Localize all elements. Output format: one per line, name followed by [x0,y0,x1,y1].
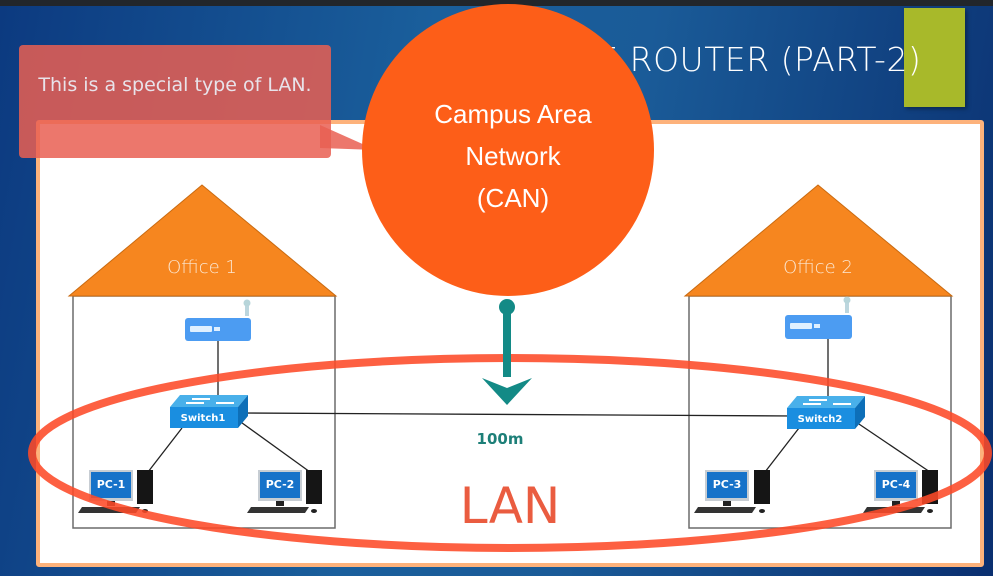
can-bubble [362,4,654,296]
down-arrow-icon [482,299,532,405]
pc-1-label: PC-1 [96,478,126,491]
lan-label: LAN [459,477,561,535]
router-1-icon [185,299,251,341]
pc-2-icon [247,470,322,513]
callout-box [19,45,331,158]
cable-switch1-switch2 [239,412,796,417]
switch-2-label: Switch2 [797,414,843,425]
pc-4-label: PC-4 [881,478,911,491]
pc-2-label: PC-2 [265,478,295,491]
distance-label: 100m [476,430,524,448]
pc-3-label: PC-3 [712,478,742,491]
office-2-label: Office 2 [783,257,853,278]
pc-1-icon [78,470,153,513]
callout-pointer [320,125,376,150]
office-2-roof [683,184,954,297]
switch-1-icon [170,395,248,428]
office-1-roof [67,184,338,297]
can-line-3: (CAN) [476,183,550,213]
cable-switch2-pc4 [852,419,931,473]
cables [147,338,931,473]
switch-1-label: Switch1 [180,413,226,424]
cable-switch1-pc1 [147,427,183,473]
router-2-icon [785,296,852,339]
office-1-label: Office 1 [167,257,237,278]
pc-3-icon [694,470,770,513]
window-top-bar [0,0,993,6]
title-accent-block [904,8,965,107]
can-line-1: Campus Area [434,99,592,129]
cable-switch2-pc3 [764,427,800,473]
cable-switch1-pc2 [237,419,311,473]
can-line-2: Network [465,141,561,171]
switch-2-icon [787,396,865,429]
can-bubble-text: Campus Area Network (CAN) [390,93,636,219]
callout-text: This is a special type of LAN. [38,74,312,96]
